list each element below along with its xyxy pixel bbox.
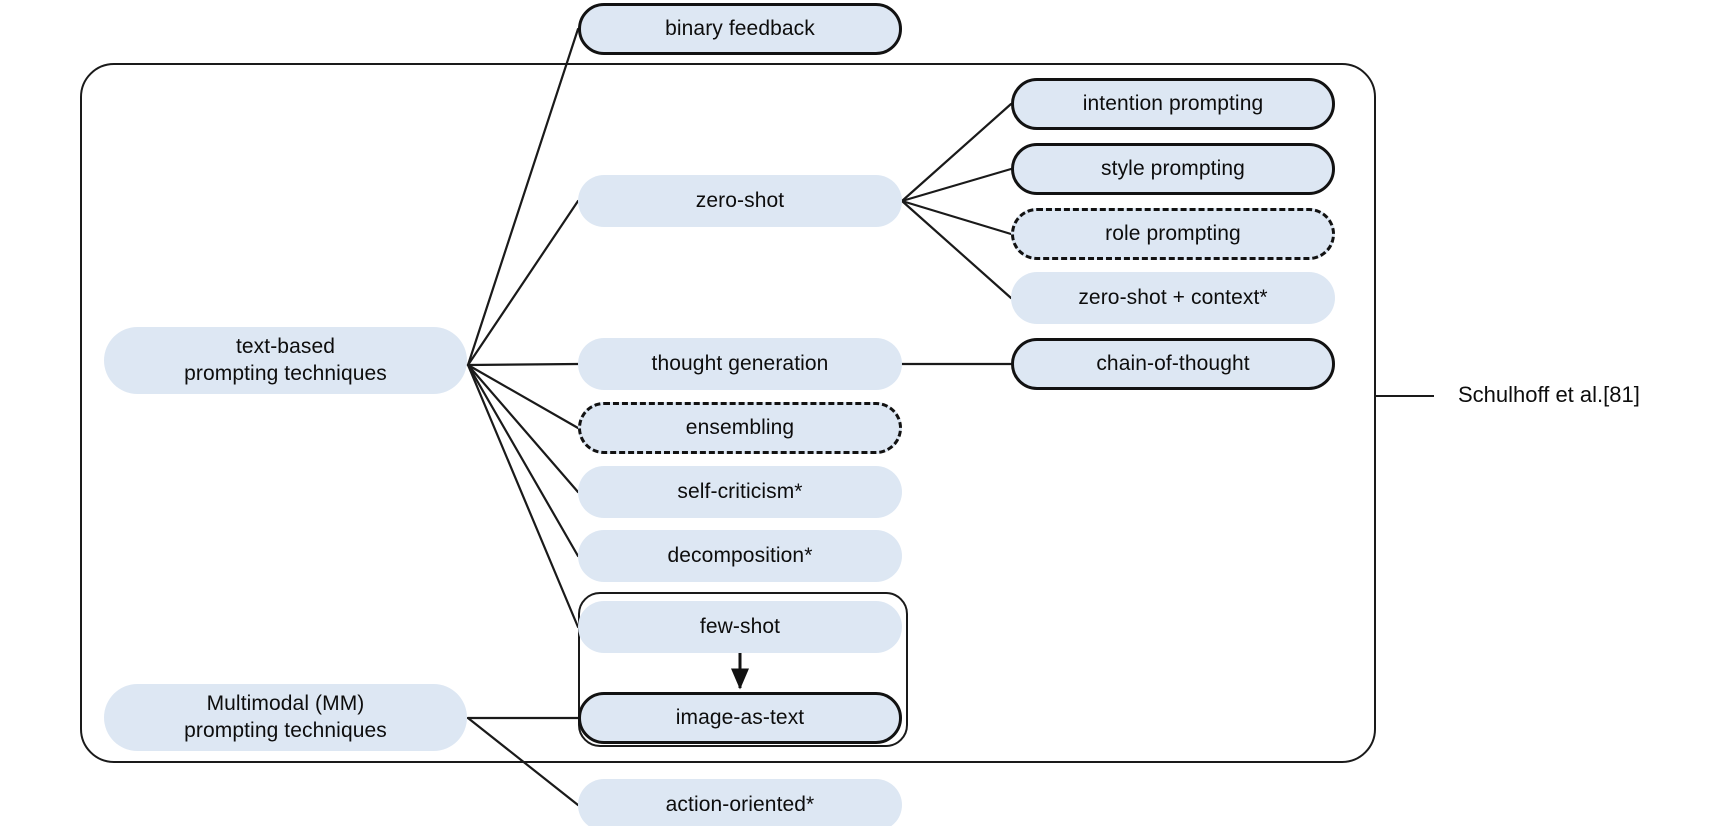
node-decomposition[interactable]: decomposition*: [578, 530, 902, 582]
node-chain-of-thought[interactable]: chain-of-thought: [1011, 338, 1335, 390]
prompting-techniques-container: [80, 63, 1376, 763]
few-shot-image-as-text-group: [578, 592, 908, 747]
citation-label: Schulhoff et al.[81]: [1458, 382, 1640, 407]
node-image-as-text[interactable]: image-as-text: [578, 692, 902, 744]
node-text-based-prompting-techniques[interactable]: text-based prompting techniques: [104, 327, 467, 394]
node-role-prompting[interactable]: role prompting: [1011, 208, 1335, 260]
node-action-oriented[interactable]: action-oriented*: [578, 779, 902, 826]
node-zero-shot[interactable]: zero-shot: [578, 175, 902, 227]
node-multimodal-prompting-techniques[interactable]: Multimodal (MM) prompting techniques: [104, 684, 467, 751]
node-self-criticism[interactable]: self-criticism*: [578, 466, 902, 518]
node-zero-shot-plus-context[interactable]: zero-shot + context*: [1011, 272, 1335, 324]
node-thought-generation[interactable]: thought generation: [578, 338, 902, 390]
node-binary-feedback[interactable]: binary feedback: [578, 3, 902, 55]
node-intention-prompting[interactable]: intention prompting: [1011, 78, 1335, 130]
node-few-shot[interactable]: few-shot: [578, 601, 902, 653]
node-style-prompting[interactable]: style prompting: [1011, 143, 1335, 195]
node-ensembling[interactable]: ensembling: [578, 402, 902, 454]
